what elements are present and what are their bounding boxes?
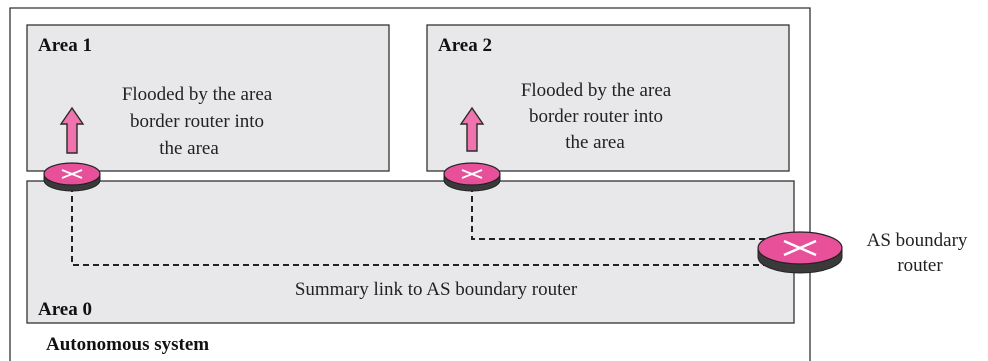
- area-2-box: [426, 24, 790, 172]
- flood-arrow-area-2-icon: [459, 106, 485, 152]
- summary-link-from-area-1-router: [71, 186, 770, 266]
- autonomous-system-border: [9, 7, 811, 361]
- summary-link-from-area-2-router: [471, 186, 770, 240]
- summary-link-label: Summary link to AS boundary router: [295, 279, 578, 300]
- flood-arrow-area-1-icon: [59, 106, 85, 154]
- asbr-label-line-2: router: [897, 255, 943, 276]
- as-boundary-router-icon: [757, 231, 843, 274]
- area-0-label: Area 0: [38, 299, 92, 320]
- asbr-label-line-1: AS boundary: [867, 230, 968, 251]
- area-2-label: Area 2: [438, 35, 492, 56]
- area-2-flood-text-line-2: border router into: [529, 106, 663, 127]
- area-2-flood-text-line-3: the area: [565, 132, 625, 153]
- area-1-flood-text-line-2: border router into: [130, 111, 264, 132]
- area-1-flood-text-line-3: the area: [159, 138, 219, 159]
- area-0-box: [26, 180, 795, 324]
- area-2-border-router-icon: [443, 162, 501, 192]
- area-1-flood-text-line-1: Flooded by the area: [122, 84, 273, 105]
- area-1-box: [26, 24, 390, 172]
- area-1-border-router-icon: [43, 162, 101, 192]
- area-1-label: Area 1: [38, 35, 92, 56]
- autonomous-system-label: Autonomous system: [46, 334, 209, 355]
- area-2-flood-text-line-1: Flooded by the area: [521, 80, 672, 101]
